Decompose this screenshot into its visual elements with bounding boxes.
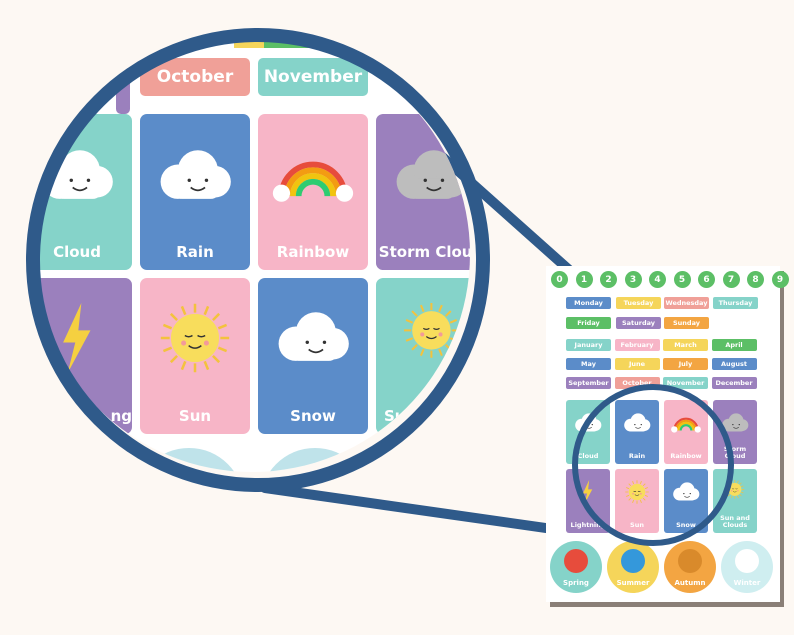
snowman-icon <box>735 549 759 573</box>
weather-card-label: Sun and Clouds <box>720 514 750 529</box>
month-may: May <box>566 358 611 370</box>
weather-card-label: Storm Cloud <box>723 445 747 460</box>
month-september: September <box>566 377 611 389</box>
zoom-card-label: Sun <box>178 407 212 425</box>
sun-icon <box>150 300 240 380</box>
digit-5: 5 <box>673 271 691 288</box>
zoom-card-label: Cloud <box>53 243 101 261</box>
magnified-view: October November Cloud Rain Rainbow Stor… <box>34 36 470 472</box>
digit-0: 0 <box>551 271 568 288</box>
beach-ball-icon <box>621 549 645 573</box>
zoom-card-rainbow: Rainbow <box>258 114 368 270</box>
zoom-card-storm-cloud: Storm Cloud <box>376 114 470 270</box>
zoom-card-label: Snow <box>290 407 336 425</box>
sun-and-clouds-icon <box>386 300 470 380</box>
flower-icon <box>564 549 588 573</box>
rainbow-icon <box>268 144 358 214</box>
month-march: March <box>663 339 708 351</box>
zoom-month-october: October <box>140 58 250 96</box>
month-june: June <box>614 358 660 370</box>
partial-pill <box>116 76 130 114</box>
digit-2: 2 <box>600 271 617 288</box>
season-label: Winter <box>733 579 761 587</box>
month-august: August <box>711 358 757 370</box>
season-summer: Summer <box>607 541 659 593</box>
day-monday: Monday <box>566 297 611 309</box>
weather-card-label: Lightning <box>570 521 606 529</box>
digit-7: 7 <box>722 271 740 288</box>
lightning-icon <box>34 300 122 380</box>
zoom-card-label: Storm Cloud <box>378 243 470 261</box>
season-label: Spring <box>563 579 589 587</box>
zoom-card-label: Rainbow <box>276 243 350 261</box>
zoom-card-snow: Snow <box>258 278 368 434</box>
day-saturday: Saturday <box>616 317 661 329</box>
day-thursday: Thursday <box>713 297 758 309</box>
day-sunday: Sunday <box>664 317 709 329</box>
month-december: December <box>711 377 757 389</box>
day-friday: Friday <box>566 317 611 329</box>
zoom-card-cloud: Cloud <box>34 114 132 270</box>
season-autumn: Autumn <box>664 541 716 593</box>
digit-8: 8 <box>747 271 764 288</box>
zoom-card-rain: Rain <box>140 114 250 270</box>
month-july: July <box>663 358 708 370</box>
digit-4: 4 <box>649 271 666 288</box>
season-label: Summer <box>616 579 650 587</box>
digit-1: 1 <box>575 271 593 288</box>
day-tuesday: Tuesday <box>616 297 661 309</box>
season-spring: Spring <box>550 541 602 593</box>
zoom-card-label: Rain <box>176 243 214 261</box>
month-february: February <box>614 339 660 351</box>
zoom-month-november: November <box>258 58 368 96</box>
digit-3: 3 <box>624 271 642 288</box>
partial-pill <box>264 36 364 48</box>
cloud-icon <box>34 144 122 214</box>
small-magnifier-circle <box>572 384 734 546</box>
storm-cloud-icon <box>386 144 470 214</box>
season-winter: Winter <box>721 541 773 593</box>
month-april: April <box>711 339 757 351</box>
zoom-card-sun: Sun <box>140 278 250 434</box>
zoom-card-sun-and-clouds: Sun Cl <box>376 278 470 434</box>
season-label: Autumn <box>674 579 706 587</box>
leaf-icon <box>678 549 702 573</box>
day-wednesday: Wednesday <box>664 297 709 309</box>
snow-cloud-icon <box>268 300 358 380</box>
rain-cloud-icon <box>150 144 240 214</box>
zoom-card-label: ng <box>110 407 132 425</box>
digit-6: 6 <box>698 271 715 288</box>
month-january: January <box>566 339 611 351</box>
zoom-card-label: Sun Cl <box>384 407 438 425</box>
zoom-card-lightning: ng <box>34 278 132 434</box>
digit-9: 9 <box>771 271 789 288</box>
